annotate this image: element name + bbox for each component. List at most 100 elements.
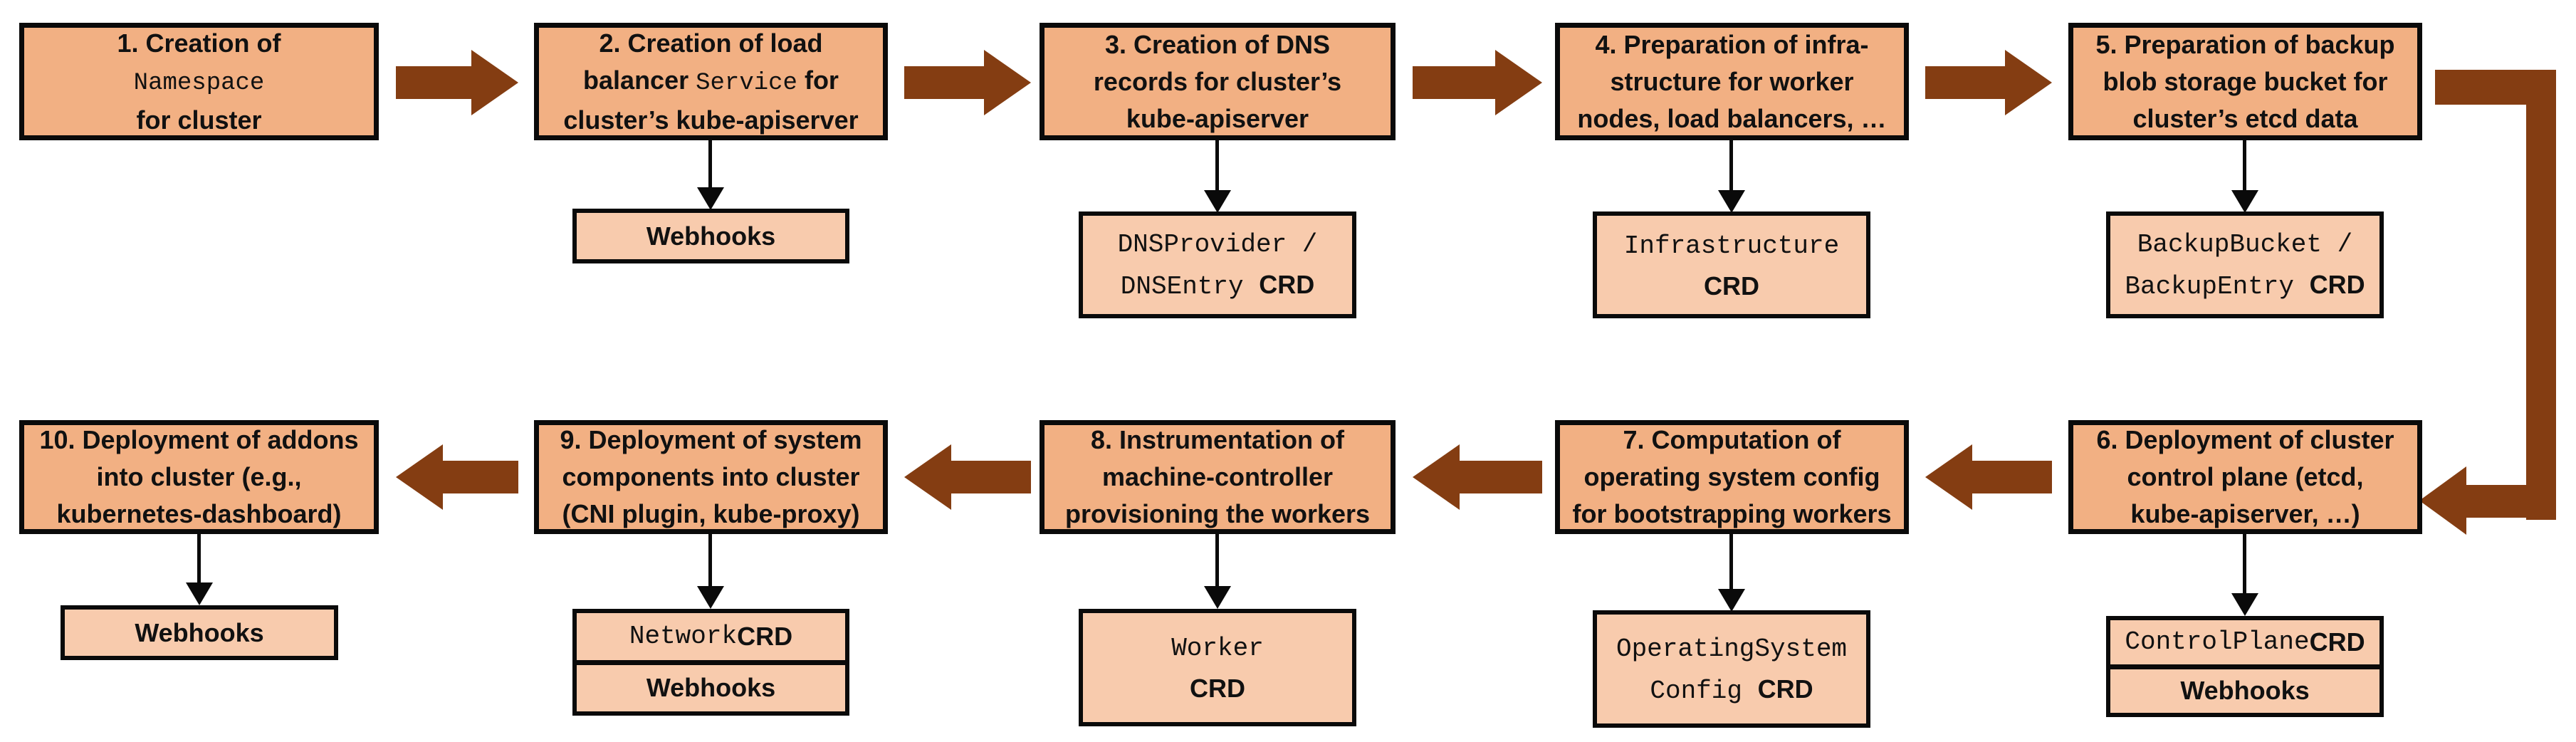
step-1-line-3: for cluster [136,105,262,135]
connector-step9-crd [697,533,724,609]
step-8-line-1: 8. Instrumentation of [1090,425,1344,454]
artifact-9-row-1: Network CRD [629,621,793,652]
arrow-down-icon [2231,190,2258,213]
step-10-line-2: into cluster (e.g., [96,462,302,491]
step-7-line-2: operating system config [1583,462,1880,491]
connector-step4-crd [1718,139,1745,213]
arrow-head-icon [1925,444,1972,510]
artifact-box-worker-crd: Worker CRD [1079,609,1356,726]
elbow-bottom-segment [2465,485,2536,518]
step-box-8: 8. Instrumentation of machine-controller… [1040,420,1396,534]
arrow-head-icon [396,444,443,510]
arrow-down-icon [186,582,213,605]
artifact-8-row-2: CRD [1190,674,1245,703]
artifact-box-backup-crd: BackupBucket / BackupEntry CRD [2106,211,2384,318]
arrow-head-icon [984,50,1031,115]
artifact-3-row-1: DNSProvider / [1117,230,1318,259]
arrow-down-icon [697,187,724,210]
artifact-5-row-1: BackupBucket / [2137,230,2353,259]
step-6-line-2: control plane (etcd, [2127,462,2364,491]
artifact-box-infrastructure-crd: Infrastructure CRD [1593,211,1870,318]
flow-arrow-right-2-3 [904,50,1031,115]
step-9-line-3: (CNI plugin, kube-proxy) [562,499,860,528]
step-4-line-1: 4. Preparation of infra- [1595,29,1869,59]
arrow-down-icon [697,586,724,609]
step-4-line-2: structure for worker [1610,66,1854,96]
step-2-line-2: balancer Service for [583,65,839,97]
arrow-head-icon [1413,444,1460,510]
artifact-2-row-1: Webhooks [646,221,776,251]
connector-step2-webhooks [697,139,724,210]
arrow-down-icon [2231,593,2258,616]
step-4-line-3: nodes, load balancers, … [1577,103,1887,133]
flow-arrow-left-8-9 [904,444,1031,510]
connector-step6-crd [2231,533,2258,616]
step-7-line-3: for bootstrapping workers [1572,499,1892,528]
artifact-box-webhooks-2: Webhooks [572,209,849,263]
step-3-line-1: 3. Creation of DNS [1104,29,1331,59]
step-5-line-1: 5. Preparation of backup [2095,29,2395,59]
artifact-6-row-2: Webhooks [2110,664,2379,714]
step-7-line-1: 7. Computation of [1623,425,1841,454]
artifact-9-row-2: Webhooks [577,659,845,712]
step-5-line-3: cluster’s etcd data [2132,103,2358,133]
artifact-box-operatingsystemconfig-crd: OperatingSystem Config CRD [1593,610,1870,728]
artifact-10-row-1: Webhooks [135,617,264,647]
flow-arrow-right-4-5 [1925,50,2052,115]
arrow-down-icon [1204,190,1231,213]
step-9-line-1: 9. Deployment of system [560,425,862,454]
step-1-line-2: Namespace [133,69,265,97]
flow-arrow-left-7-8 [1413,444,1542,510]
step-2-line-3: cluster’s kube-apiserver [563,105,859,135]
flow-arrow-left-6-7 [1925,444,2052,510]
step-box-3: 3. Creation of DNS records for cluster’s… [1040,23,1396,140]
artifact-6-row-1: ControlPlane CRD [2125,627,2365,657]
artifact-3-row-2: DNSEntry CRD [1120,270,1315,301]
elbow-vertical-segment [2526,70,2556,520]
connector-step10-webhooks [186,533,213,605]
artifact-5-row-2: BackupEntry CRD [2125,270,2365,301]
step-6-line-1: 6. Deployment of cluster [2096,425,2394,454]
flow-arrow-right-1-2 [396,50,518,115]
arrow-head-icon [904,444,951,510]
artifact-8-row-1: Worker [1171,634,1264,663]
artifact-box-network-crd: Network CRD Webhooks [572,609,849,716]
connector-step8-crd [1204,533,1231,609]
step-box-1: 1. Creation of Namespace for cluster [19,23,379,140]
connector-step5-crd [2231,139,2258,213]
step-1-line-1: 1. Creation of [117,28,281,58]
arrow-down-icon [1718,589,1745,612]
arrow-head-icon [471,50,518,115]
step-8-line-2: machine-controller [1101,462,1334,491]
artifact-4-row-1: Infrastructure [1623,231,1840,261]
arrow-down-icon [1718,190,1745,213]
step-box-5: 5. Preparation of backup blob storage bu… [2068,23,2422,140]
step-box-4: 4. Preparation of infra- structure for w… [1555,23,1909,140]
step-6-line-3: kube-apiserver, …) [2130,499,2360,528]
connector-step3-crd [1204,139,1231,213]
step-box-7: 7. Computation of operating system confi… [1555,420,1909,534]
arrow-head-icon [1495,50,1542,115]
step-box-9: 9. Deployment of system components into … [534,420,888,534]
step-9-line-2: components into cluster [562,462,860,491]
step-box-2: 2. Creation of load balancer Service for… [534,23,888,140]
connector-step7-crd [1718,533,1745,612]
elbow-arrow-head-icon [2419,466,2466,535]
artifact-7-row-1: OperatingSystem [1616,634,1848,664]
step-3-line-2: records for cluster’s [1093,66,1342,96]
artifact-box-controlplane-crd: ControlPlane CRD Webhooks [2106,616,2384,717]
step-10-line-3: kubernetes-dashboard) [56,499,342,528]
step-8-line-3: provisioning the workers [1064,499,1371,528]
step-10-line-1: 10. Deployment of addons [39,425,359,454]
step-3-line-3: kube-apiserver [1126,103,1309,133]
step-box-6: 6. Deployment of cluster control plane (… [2068,420,2422,534]
step-box-10: 10. Deployment of addons into cluster (e… [19,420,379,534]
arrow-down-icon [1204,586,1231,609]
step-2-line-1: 2. Creation of load [599,28,823,58]
flow-arrow-left-9-10 [396,444,518,510]
arrow-head-icon [2005,50,2052,115]
artifact-7-row-2: Config CRD [1650,674,1813,706]
artifact-box-dns-crd: DNSProvider / DNSEntry CRD [1079,211,1356,318]
artifact-4-row-2: CRD [1704,271,1759,301]
